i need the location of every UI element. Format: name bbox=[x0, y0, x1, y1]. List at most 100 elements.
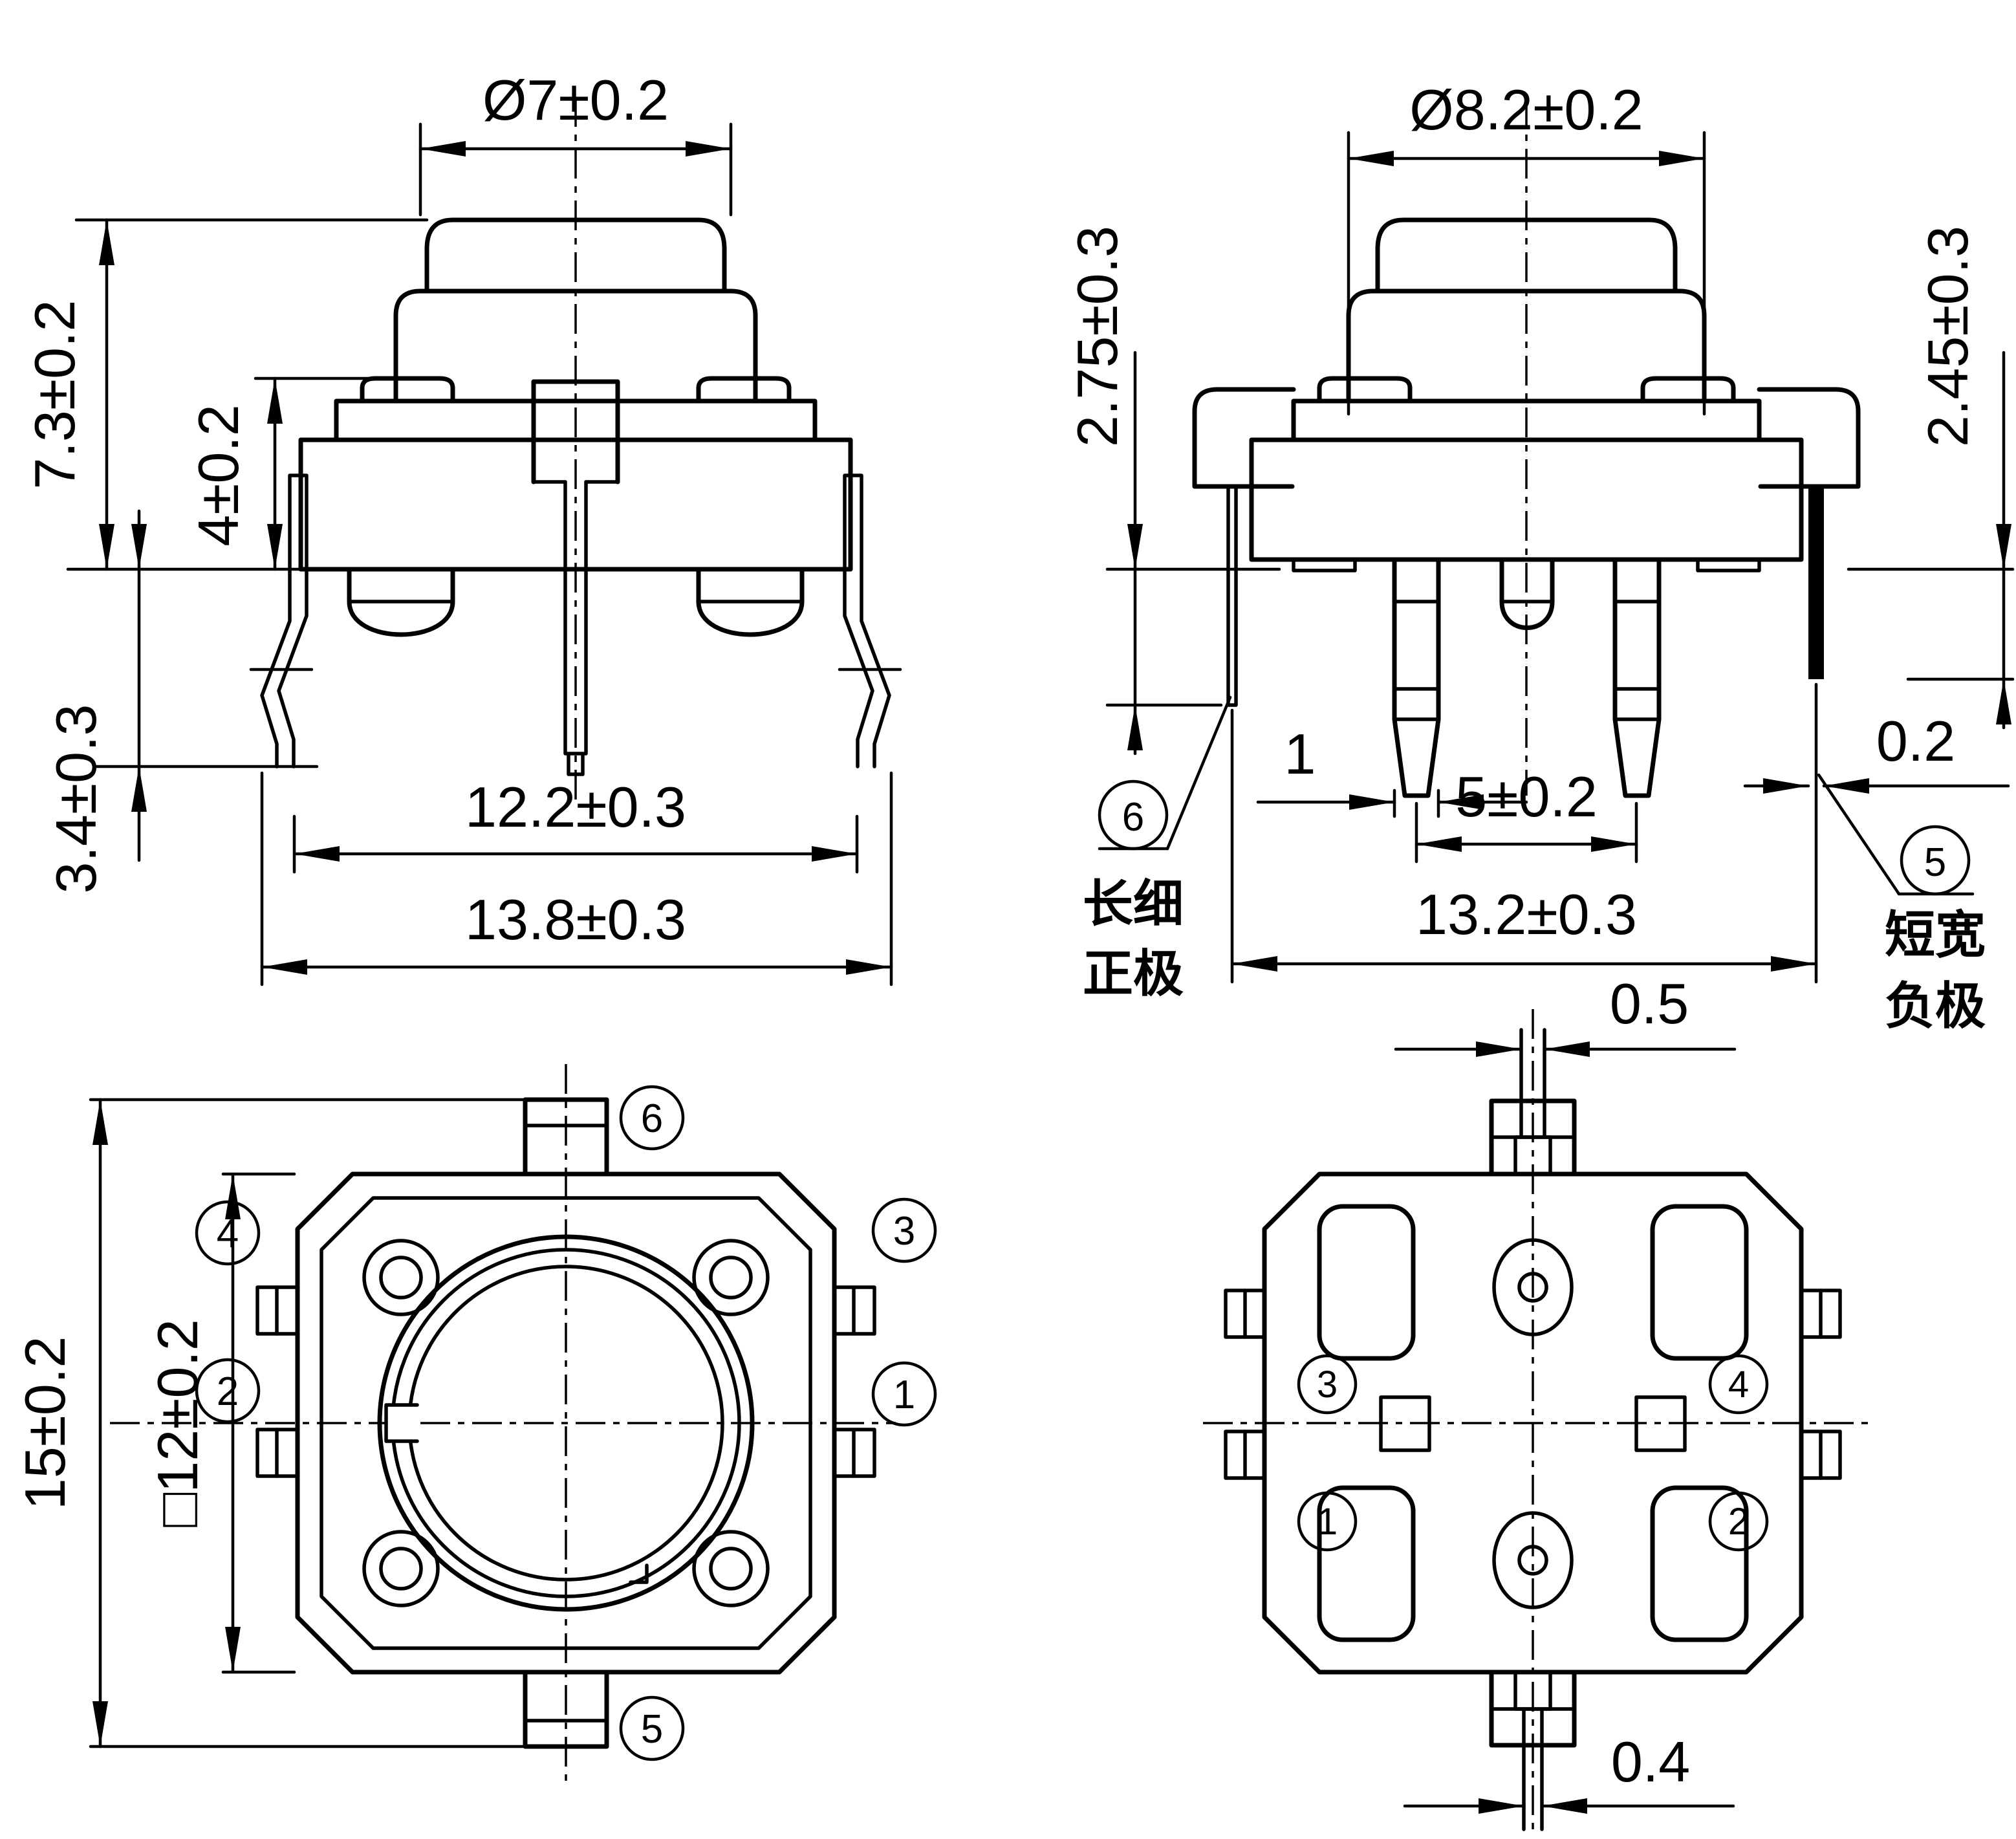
front-leg-right bbox=[843, 473, 891, 768]
side-led-pin-right bbox=[1612, 557, 1662, 798]
top-button-tick bbox=[629, 1563, 649, 1584]
top-body-inner bbox=[320, 1196, 812, 1650]
dim-side-pin-thickness: 0.2 bbox=[1743, 709, 2010, 794]
side-nub-right bbox=[1696, 558, 1761, 572]
bottom-center-holes bbox=[1492, 1238, 1574, 1609]
side-center-bump bbox=[1499, 557, 1555, 630]
side-bump-left bbox=[1317, 376, 1413, 404]
dim-side-cap-diameter: Ø8.2±0.2 bbox=[1347, 78, 1706, 416]
callout-6-circle bbox=[1098, 779, 1169, 851]
side-pin-positive-thin bbox=[1226, 484, 1238, 707]
top-label-2: 2 bbox=[217, 1369, 239, 1414]
dim-front-leg-depth: 3.4±0.3 bbox=[44, 509, 319, 894]
side-led-pin-left-crimps bbox=[1393, 600, 1440, 721]
dim-front-outer-width: 13.8±0.3 bbox=[260, 771, 893, 986]
bottom-mid-square-right bbox=[1634, 1395, 1687, 1452]
bottom-mid-square-left bbox=[1379, 1395, 1431, 1452]
callout-5-number: 5 bbox=[1924, 840, 1946, 885]
dim-text-front-outer-width: 13.8±0.3 bbox=[465, 887, 686, 952]
front-center-post bbox=[531, 379, 620, 484]
dim-front-cap-diameter: Ø7±0.2 bbox=[418, 68, 733, 217]
side-view: Ø8.2±0.2 2.75±0.3 2.45±0.3 1 bbox=[1065, 78, 2015, 1034]
callout-5-circle bbox=[1900, 825, 1971, 896]
dim-front-base-height: 4±0.2 bbox=[186, 376, 372, 571]
side-wing-left bbox=[1192, 387, 1296, 489]
front-bump-left bbox=[360, 376, 455, 404]
front-cap-base bbox=[393, 288, 758, 404]
front-leg-left bbox=[260, 473, 309, 768]
top-view: 6 5 4 2 3 1 15±0.2 □12±0.2 bbox=[13, 1064, 937, 1782]
callout-6-line1: 长细 bbox=[1083, 875, 1184, 932]
dim-text-side-right-pin: 2.45±0.3 bbox=[1916, 226, 1980, 447]
dim-side-led-pin-width: 1 bbox=[1256, 722, 1528, 818]
top-rivets bbox=[362, 1239, 770, 1607]
front-body bbox=[298, 437, 853, 572]
bottom-label-3: 3 bbox=[1317, 1364, 1338, 1406]
side-bump-right bbox=[1640, 376, 1736, 404]
bottom-side-pins bbox=[1224, 1289, 1842, 1480]
front-foot-left bbox=[347, 567, 455, 637]
dim-text-side-left-pin: 2.75±0.3 bbox=[1065, 226, 1129, 447]
dim-text-front-total-height: 7.3±0.2 bbox=[23, 300, 87, 490]
bottom-label-4: 4 bbox=[1728, 1364, 1749, 1406]
bottom-pin-labels: 3 4 1 2 bbox=[1297, 1354, 1769, 1552]
front-bump-right bbox=[696, 376, 792, 404]
dim-text-front-inner-width: 12.2±0.3 bbox=[465, 775, 686, 839]
dim-side-left-pin-protrusion: 2.75±0.3 bbox=[1065, 226, 1223, 756]
bottom-label-2: 2 bbox=[1728, 1501, 1749, 1543]
front-view: Ø7±0.2 7.3±0.2 4±0.2 3.4±0.3 bbox=[23, 68, 902, 986]
dim-text-top-overall: 15±0.2 bbox=[13, 1336, 77, 1510]
side-body bbox=[1249, 437, 1804, 562]
dim-top-overall: 15±0.2 bbox=[13, 1098, 527, 1748]
top-button-keyway bbox=[384, 1403, 419, 1443]
bottom-body-outline bbox=[1262, 1171, 1804, 1675]
top-label-3: 3 bbox=[893, 1209, 915, 1254]
dim-front-total-height: 7.3±0.2 bbox=[23, 218, 429, 571]
dim-text-top-body-square: □12±0.2 bbox=[146, 1319, 210, 1527]
side-wing-right bbox=[1757, 387, 1861, 489]
bottom-tab-top bbox=[1489, 1028, 1577, 1177]
dim-text-side-cap-dia: Ø8.2±0.2 bbox=[1409, 78, 1643, 142]
dim-text-side-led-pin-width: 1 bbox=[1284, 722, 1316, 786]
side-led-pin-left bbox=[1392, 557, 1441, 798]
callout-5-line2: 负极 bbox=[1885, 977, 1986, 1034]
callout-pin5: 5 短宽 负极 bbox=[1817, 773, 1986, 1034]
side-pin-negative-thick bbox=[1808, 486, 1824, 679]
dim-side-right-pin-protrusion: 2.45±0.3 bbox=[1906, 226, 2015, 730]
dim-side-led-pin-pitch: 5±0.2 bbox=[1414, 765, 1638, 864]
callout-pin6: 6 长细 正极 bbox=[1083, 695, 1232, 1002]
bottom-corner-pads bbox=[1317, 1204, 1749, 1642]
dim-text-bottom-pin-bottom: 0.4 bbox=[1611, 1730, 1690, 1794]
side-cap-base bbox=[1346, 288, 1707, 404]
top-tab-pin6 bbox=[523, 1097, 609, 1177]
bottom-label-1: 1 bbox=[1317, 1501, 1338, 1543]
bottom-tab-bottom bbox=[1489, 1670, 1577, 1831]
dim-top-body-square: □12±0.2 bbox=[146, 1172, 296, 1674]
top-label-1: 1 bbox=[893, 1373, 915, 1417]
dim-text-side-pin-span: 13.2±0.3 bbox=[1416, 882, 1637, 946]
side-nub-left bbox=[1292, 558, 1357, 572]
dim-bottom-pin-top-width: 0.5 bbox=[1394, 972, 1737, 1057]
front-led-pin bbox=[563, 480, 588, 776]
front-foot-right bbox=[696, 567, 805, 637]
top-body-outline bbox=[295, 1171, 837, 1675]
dim-text-front-base-height: 4±0.2 bbox=[186, 404, 250, 547]
bottom-view: 3 4 1 2 0.5 0.4 bbox=[1203, 972, 1872, 1837]
callout-6-line2: 正极 bbox=[1083, 945, 1184, 1002]
side-cap-top bbox=[1375, 217, 1678, 294]
top-tab-pin5 bbox=[523, 1670, 609, 1749]
top-button bbox=[377, 1234, 755, 1612]
side-led-pin-right-crimps bbox=[1613, 600, 1661, 721]
dim-text-side-led-pin-pitch: 5±0.2 bbox=[1455, 765, 1598, 829]
top-label-6: 6 bbox=[641, 1096, 663, 1141]
dim-text-front-leg-depth: 3.4±0.3 bbox=[44, 704, 108, 894]
front-cap-top bbox=[424, 217, 727, 294]
dim-text-bottom-pin-top: 0.5 bbox=[1610, 972, 1689, 1036]
top-side-pins bbox=[255, 1285, 876, 1478]
callout-6-number: 6 bbox=[1122, 795, 1144, 840]
dim-side-pin-span: 13.2±0.3 bbox=[1230, 682, 1818, 984]
callout-5-line1: 短宽 bbox=[1885, 906, 1986, 963]
dim-bottom-pin-bottom-width: 0.4 bbox=[1403, 1730, 1735, 1814]
